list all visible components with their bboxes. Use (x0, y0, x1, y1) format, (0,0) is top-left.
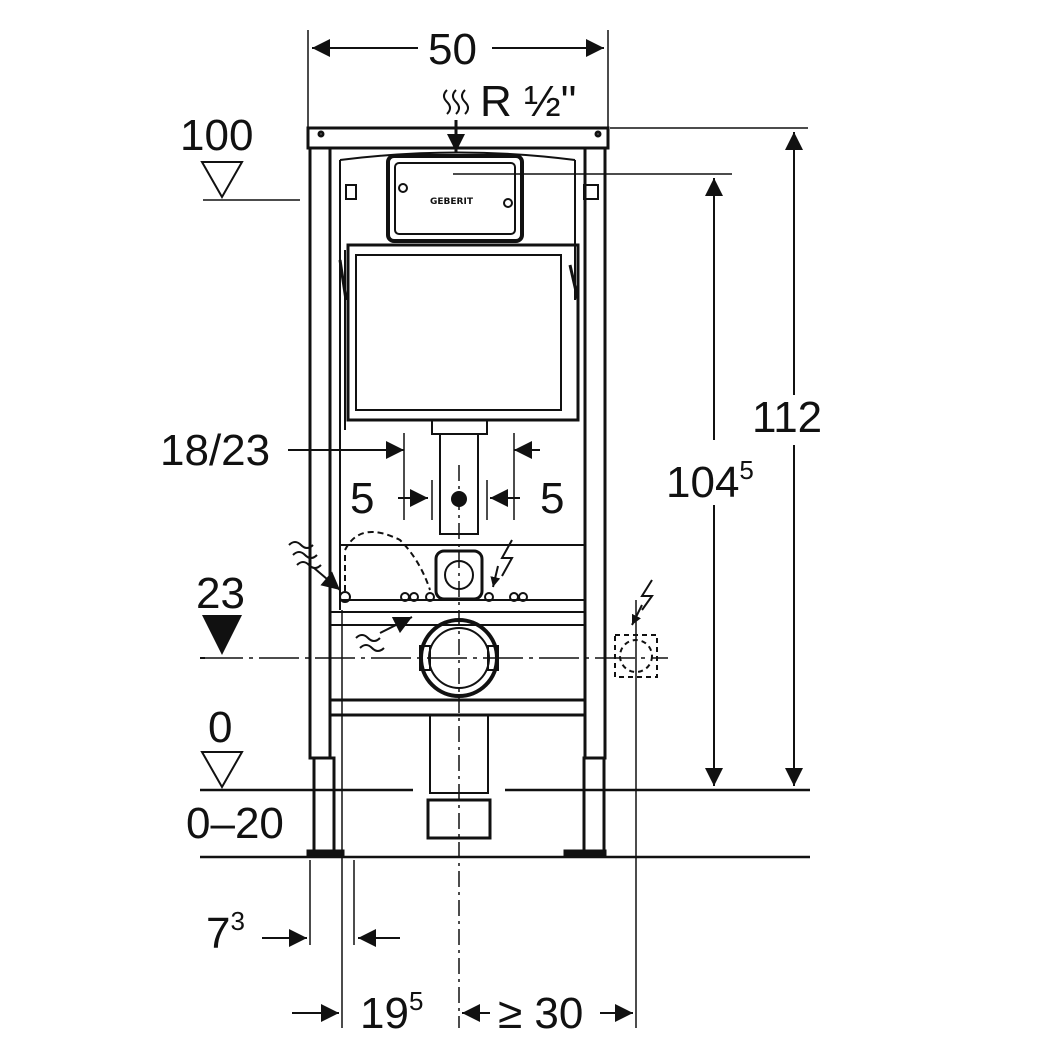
min-clearance-label: ≥ 30 (498, 989, 583, 1038)
frame-width-label: 50 (428, 25, 477, 74)
top-level-triangle (200, 161, 244, 200)
flush-plate (386, 154, 524, 243)
offset-right-label: 5 (540, 474, 564, 523)
water-inlet-label: R ½" (480, 77, 576, 126)
drain-level-label: 23 (196, 569, 245, 618)
floor-level-triangle (200, 751, 244, 790)
floor-lines (200, 788, 810, 859)
floor-range-label: 0–20 (186, 799, 284, 848)
drain-range-label: 18/23 (160, 426, 270, 475)
dimension-lines (200, 30, 803, 1022)
overall-height-label: 112 (752, 393, 822, 442)
drain-assembly (339, 531, 528, 840)
floor-level-label: 0 (208, 703, 232, 752)
drain-axis-dot (451, 491, 467, 507)
offset-left-label: 5 (350, 474, 374, 523)
brand-label: GEBERIT (430, 197, 474, 207)
water-symbols (288, 89, 469, 652)
level-markers (202, 491, 467, 655)
axis-lines (203, 127, 808, 1028)
mounting-frame (306, 126, 610, 858)
electric-symbols (490, 539, 654, 626)
drain-level-triangle (202, 615, 242, 655)
cistern (338, 243, 580, 535)
cistern-height-label: 1045 (666, 455, 754, 507)
level-top-label: 100 (180, 111, 253, 160)
wall-to-axis-label: 195 (360, 986, 423, 1038)
foot-offset-label: 73 (206, 906, 245, 958)
